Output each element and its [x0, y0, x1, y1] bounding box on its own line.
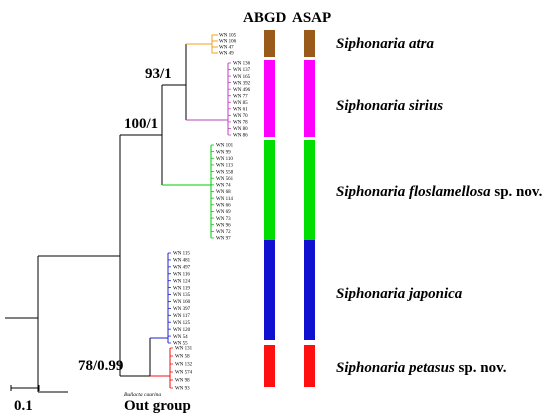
tip-label: WN 114: [216, 197, 233, 202]
species-label-floslamellosa: Siphonaria floslamellosa sp. nov.: [336, 184, 543, 200]
atra-branches: [186, 34, 218, 54]
tip-label: WN 115: [173, 252, 190, 257]
sirius-branches: [186, 63, 229, 135]
tip-label: WN 66: [216, 203, 231, 208]
tip-label: WN 497: [173, 266, 191, 271]
tip-label: WN 55: [173, 342, 188, 347]
tip-label: WN 106: [219, 40, 237, 45]
support-root: 100/1: [124, 116, 158, 132]
tip-label: WN 73: [216, 217, 231, 222]
tip-label: WN 105: [219, 34, 237, 39]
tip-label: WN 101: [216, 144, 234, 149]
scale-bar: [10, 385, 40, 391]
japonica-branches: [150, 253, 169, 343]
asap-bar-japonica: [304, 240, 315, 340]
tip-label: WN 98: [175, 379, 190, 384]
abgd-bar-floslamellosa: [264, 140, 275, 240]
tip-label: WN 481: [173, 259, 191, 264]
tip-label: WN 68: [216, 190, 231, 195]
tip-label: WN 69: [216, 210, 231, 215]
tip-label: WN 574: [175, 371, 193, 376]
tip-label: WN 165: [233, 75, 251, 80]
tip-label: WN 97: [216, 237, 231, 242]
asap-header: ASAP: [292, 10, 331, 26]
tip-label: WN 72: [216, 230, 231, 235]
scale-label: 0.1: [14, 398, 33, 414]
tip-label: WN 86: [233, 134, 248, 139]
tip-label: WN 496: [233, 88, 251, 93]
tip-label: WN 58: [175, 355, 190, 360]
petasus-branches: [150, 348, 171, 388]
tip-label: WN 93: [175, 387, 190, 392]
support-japonica-petasus: 78/0.99: [78, 358, 123, 374]
asap-bar-floslamellosa: [304, 140, 315, 240]
species-label-sirius: Siphonaria sirius: [336, 98, 443, 114]
tip-label: WN 80: [233, 127, 248, 132]
tip-label: WN 136: [233, 62, 251, 67]
outgroup-taxon: Bullacta caurina: [124, 392, 161, 398]
abgd-bar-sirius: [264, 60, 275, 137]
tip-label: WN 61: [233, 108, 248, 113]
abgd-bar-japonica: [264, 240, 275, 340]
tip-label: WN 49: [219, 52, 234, 57]
asap-bar-sirius: [304, 60, 315, 137]
delimitation-bars: [264, 30, 315, 387]
tip-label: WN 125: [173, 321, 191, 326]
tip-label: WN 124: [173, 279, 191, 284]
tip-label: WN 132: [175, 363, 193, 368]
tip-label: WN 77: [233, 94, 248, 99]
species-label-japonica: Siphonaria japonica: [336, 286, 463, 302]
backbone-branches: [5, 44, 187, 393]
tip-label: WN 117: [173, 314, 190, 319]
species-label-atra: Siphonaria atra: [336, 36, 434, 52]
tip-label: WN 70: [233, 114, 248, 119]
tip-label: WN 96: [216, 223, 231, 228]
tip-label: WN 160: [173, 300, 191, 305]
tip-label: WN 116: [173, 272, 190, 277]
asap-bar-petasus: [304, 345, 315, 387]
tip-label: WN 47: [219, 46, 234, 51]
tip-label: WN 85: [233, 101, 248, 106]
tip-label: WN 78: [233, 121, 248, 126]
abgd-bar-atra: [264, 30, 275, 57]
abgd-header: ABGD: [243, 10, 287, 26]
tip-label: WN 113: [216, 164, 233, 169]
tip-label: WN 74: [216, 184, 231, 189]
asap-bar-atra: [304, 30, 315, 57]
tip-label: WN 135: [173, 293, 191, 298]
support-atra-sirius: 93/1: [145, 66, 172, 82]
floslamellosa-branches: [162, 145, 212, 238]
abgd-bar-petasus: [264, 345, 275, 387]
tip-label: WN 392: [233, 81, 251, 86]
tip-label: WN 397: [173, 307, 191, 312]
tip-label: WN 54: [173, 335, 188, 340]
species-label-petasus: Siphonaria petasus sp. nov.: [336, 360, 507, 376]
tip-label: WN 119: [173, 286, 190, 291]
tip-label: WN 131: [175, 347, 193, 352]
tip-label: WN 120: [173, 328, 191, 333]
tip-label: WN 137: [233, 68, 251, 73]
tip-label: WN 561: [216, 177, 234, 182]
tip-label: WN 558: [216, 170, 234, 175]
outgroup-label: Out group: [124, 398, 191, 414]
tip-label: WN 110: [216, 157, 233, 162]
tip-label: WN 99: [216, 150, 231, 155]
